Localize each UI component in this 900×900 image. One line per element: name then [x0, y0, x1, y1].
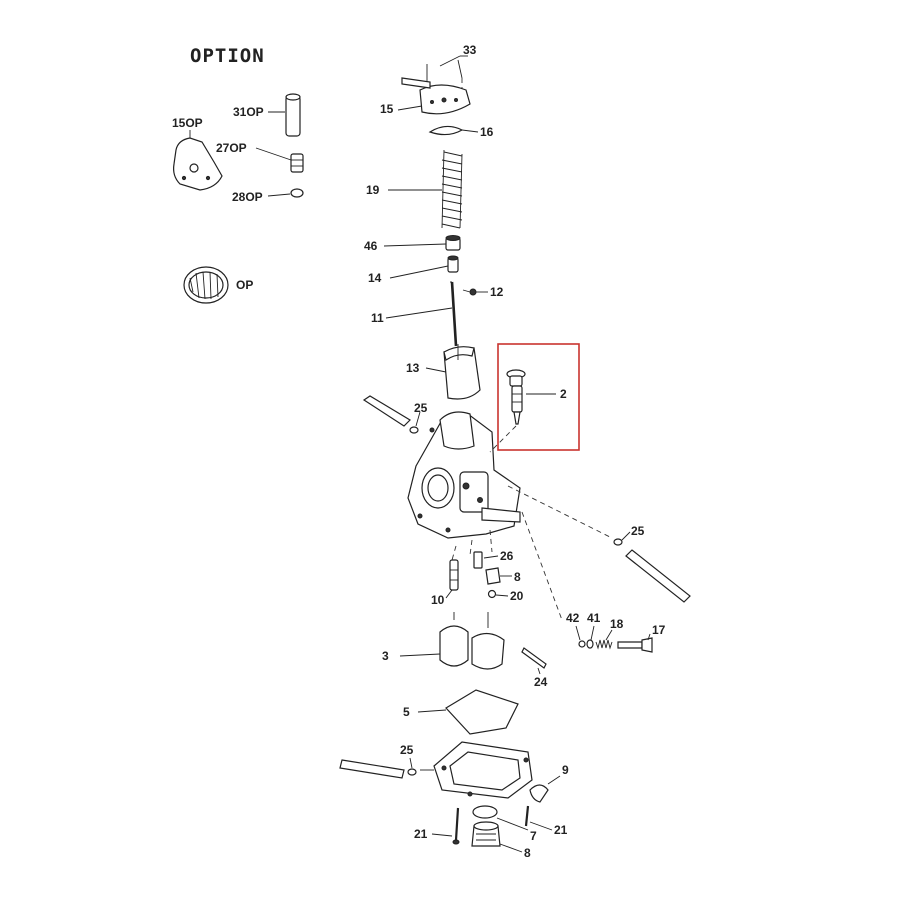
- label-46: 46: [364, 239, 378, 253]
- part-8-drain-plug: [471, 821, 523, 853]
- label-24: 24: [534, 675, 548, 689]
- label-5: 5: [403, 705, 410, 719]
- label-17: 17: [652, 623, 666, 637]
- part-16-cap-gasket: [428, 125, 479, 136]
- part-float-bowl: [420, 741, 533, 799]
- label-2: 2: [560, 387, 567, 401]
- label-7: 7: [530, 829, 537, 843]
- part-27op-hex-screw: [255, 147, 304, 173]
- label-12: 12: [490, 285, 504, 299]
- part-25-hose-right: [613, 531, 691, 603]
- part-5-bowl-gasket: [417, 689, 519, 735]
- assembly-dashed-lines: [451, 425, 613, 621]
- part-2-starter-plunger: [506, 369, 556, 425]
- part-10-needle-jet: [445, 559, 459, 599]
- part-8-main-jet: [485, 567, 512, 585]
- part-18-idle-spring: [595, 629, 613, 650]
- label-25-right: 25: [631, 524, 645, 538]
- part-carburetor-body: [407, 411, 521, 539]
- part-13-throttle-valve: [425, 344, 481, 400]
- label-11: 11: [371, 311, 384, 325]
- label-27op: 27OP: [216, 141, 247, 155]
- part-21-screw-left: [431, 807, 460, 845]
- label-8-top: 8: [514, 570, 521, 584]
- label-13: 13: [406, 361, 420, 375]
- label-33: 33: [463, 43, 477, 57]
- part-11-jet-needle: [385, 281, 458, 347]
- label-26: 26: [500, 549, 514, 563]
- label-20: 20: [510, 589, 524, 603]
- label-10: 10: [431, 593, 445, 607]
- part-25-hose-left-top: [362, 395, 421, 434]
- part-9-hose-clip: [529, 775, 561, 803]
- part-20-washer: [487, 589, 509, 599]
- label-18: 18: [610, 617, 624, 631]
- part-26-pilot-jet: [473, 551, 499, 569]
- label-op: OP: [236, 278, 253, 292]
- part-14-needle-retainer: [389, 255, 459, 279]
- label-25-bottom: 25: [400, 743, 414, 757]
- part-28op-nut: [267, 188, 304, 198]
- label-31op: 31OP: [233, 105, 264, 119]
- part-17-idle-screw: [617, 633, 653, 653]
- label-3: 3: [382, 649, 389, 663]
- label-16: 16: [480, 125, 494, 139]
- label-15op: 15OP: [172, 116, 203, 130]
- part-25-hose-bottom: [339, 757, 417, 779]
- part-15op-plate: [173, 130, 223, 191]
- part-15-top-cap: [397, 77, 471, 115]
- part-op-ring: [183, 266, 229, 304]
- part-21-screw-right: [524, 805, 553, 831]
- label-9: 9: [562, 763, 569, 777]
- label-28op: 28OP: [232, 190, 263, 204]
- part-31op-sleeve: [268, 93, 301, 137]
- option-title: OPTION: [190, 45, 265, 67]
- label-41: 41: [587, 611, 601, 625]
- part-41-o-ring: [586, 625, 595, 649]
- label-14: 14: [368, 271, 382, 285]
- label-42: 42: [566, 611, 580, 625]
- highlight-box: [497, 343, 580, 451]
- part-7-o-ring: [472, 805, 529, 831]
- part-3-floats: [399, 612, 505, 670]
- part-12-needle-clip: [462, 288, 488, 296]
- part-19-throttle-spring: [388, 149, 463, 229]
- label-8-bottom: 8: [524, 846, 531, 860]
- part-46-spring-seat: [383, 235, 461, 251]
- label-21-right: 21: [554, 823, 568, 837]
- part-24-float-pin: [521, 647, 547, 675]
- label-25-top: 25: [414, 401, 428, 415]
- label-21-left: 21: [414, 827, 428, 841]
- label-15: 15: [380, 102, 394, 116]
- label-19: 19: [366, 183, 380, 197]
- part-42-ball: [575, 625, 586, 648]
